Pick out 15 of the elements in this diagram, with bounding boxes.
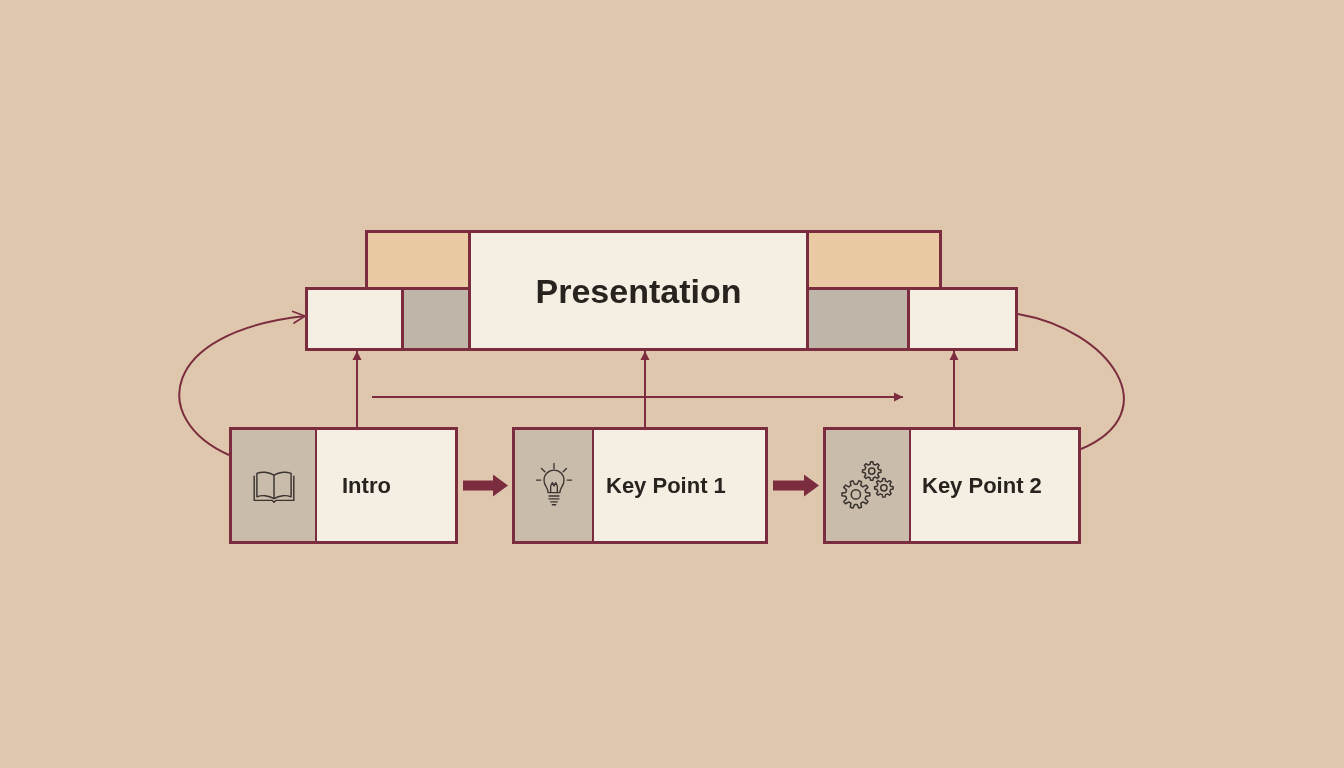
empty-block [365, 230, 468, 287]
empty-block [809, 230, 942, 287]
title-text: Presentation [535, 273, 742, 308]
title-block [468, 230, 809, 351]
step-box [229, 427, 458, 544]
arrow [352, 350, 362, 428]
connector-line [1017, 313, 1125, 450]
arrow [178, 311, 306, 456]
step-label: Key Point 2 [921, 471, 1042, 500]
step-label: Key Point 1 [605, 471, 726, 500]
arrow [640, 350, 650, 428]
step-label: Intro [341, 471, 391, 500]
arrow [949, 350, 959, 428]
step-box [823, 427, 1081, 544]
step-box [512, 427, 768, 544]
